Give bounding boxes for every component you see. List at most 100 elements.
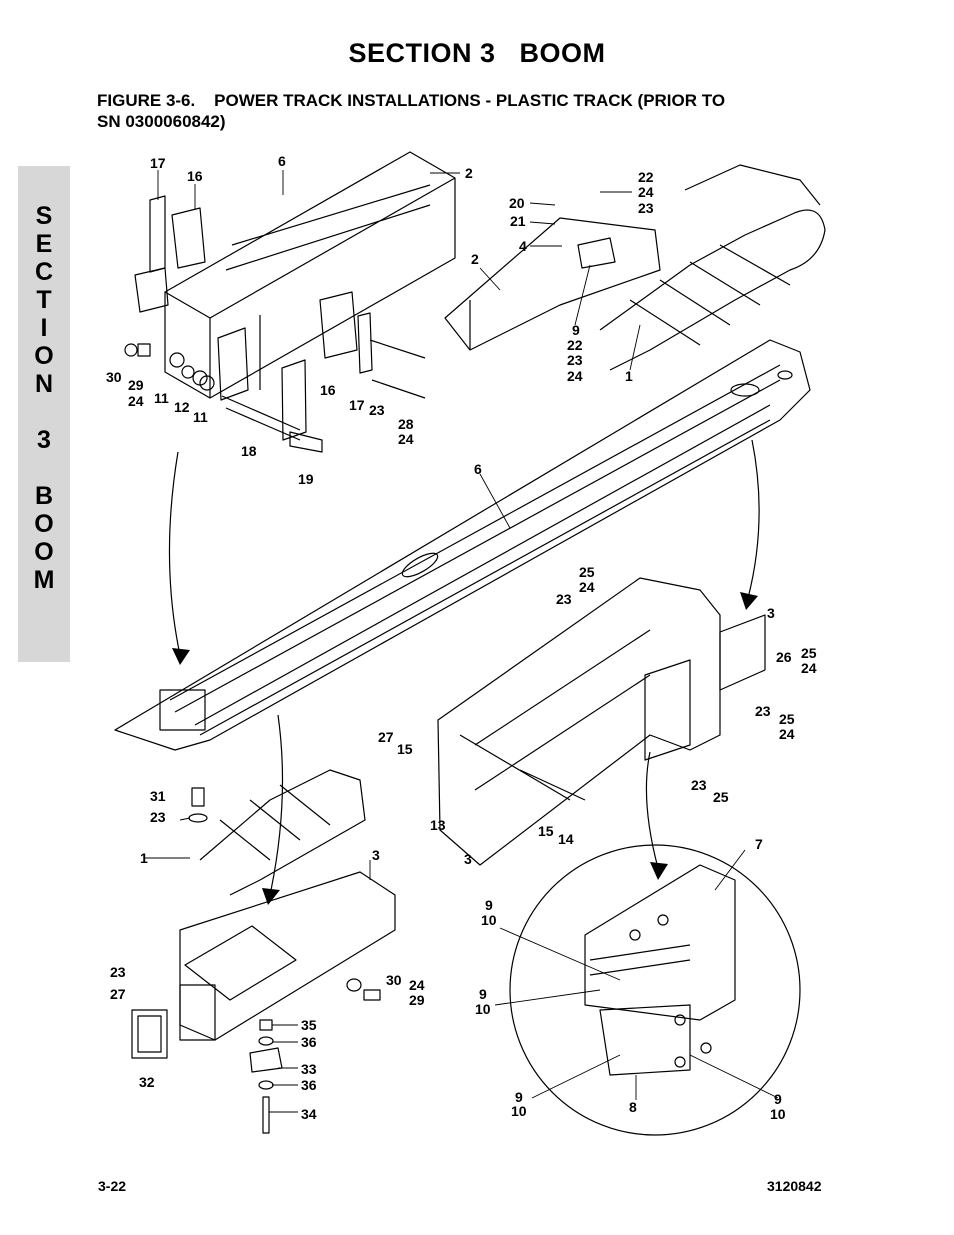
callout-30: 30 — [106, 369, 122, 385]
callout-3: 3 — [372, 847, 380, 863]
side-tab-letter: T — [36, 286, 52, 314]
callout-9: 9 — [479, 986, 487, 1002]
callout-2: 2 — [471, 251, 479, 267]
callout-9: 9 — [572, 322, 580, 338]
callout-24: 24 — [567, 368, 583, 384]
callout-22: 22 — [638, 169, 654, 185]
callout-23: 23 — [150, 809, 166, 825]
washer-hardware-left — [124, 343, 215, 391]
seal-32 — [131, 1009, 168, 1059]
callout-31: 31 — [150, 788, 166, 804]
callout-24: 24 — [398, 431, 414, 447]
bracket-right — [319, 291, 426, 399]
callout-29: 29 — [128, 377, 144, 393]
callout-36: 36 — [301, 1077, 317, 1093]
callout-23: 23 — [567, 352, 583, 368]
callout-6: 6 — [474, 461, 482, 477]
bolt-29 — [363, 989, 381, 1001]
side-tab-letter: I — [40, 314, 48, 342]
power-track-lower — [199, 769, 366, 896]
section-title: SECTION 3 BOOM — [348, 38, 606, 68]
callout-6: 6 — [278, 153, 286, 169]
bolt-31 — [191, 787, 205, 807]
callout-24: 24 — [409, 977, 425, 993]
callout-16: 16 — [187, 168, 203, 184]
callout-30: 30 — [386, 972, 402, 988]
callout-23: 23 — [110, 964, 126, 980]
side-tab-letter: C — [34, 258, 54, 286]
callout-25: 25 — [801, 645, 817, 661]
callout-24: 24 — [128, 393, 144, 409]
side-tab-letter: B — [34, 482, 54, 510]
callout-8: 8 — [629, 1099, 637, 1115]
callout-21: 21 — [510, 213, 526, 229]
callout-24: 24 — [779, 726, 795, 742]
callout-26: 26 — [776, 649, 792, 665]
figure-title-line-1: FIGURE 3-6. POWER TRACK INSTALLATIONS - … — [97, 91, 726, 110]
side-tab-letter: O — [34, 510, 54, 538]
callout-3: 3 — [464, 851, 472, 867]
callout-15: 15 — [397, 741, 413, 757]
callout-34: 34 — [301, 1106, 317, 1122]
callout-14: 14 — [558, 831, 574, 847]
callout-9: 9 — [774, 1091, 782, 1107]
side-tab-letter: N — [34, 370, 54, 398]
callout-29: 29 — [409, 992, 425, 1008]
callout-23: 23 — [556, 591, 572, 607]
callout-18: 18 — [241, 443, 257, 459]
hardware-stack-lower — [249, 1019, 283, 1134]
callout-36: 36 — [301, 1034, 317, 1050]
callout-25: 25 — [713, 789, 729, 805]
callout-9: 9 — [485, 897, 493, 913]
figure-title: FIGURE 3-6. POWER TRACK INSTALLATIONS - … — [97, 90, 817, 132]
callout-7: 7 — [755, 836, 763, 852]
callout-2: 2 — [465, 165, 473, 181]
side-tab-letter: O — [34, 538, 54, 566]
document-number: 3120842 — [767, 1178, 822, 1194]
figure-title-line-2: SN 0300060842) — [97, 112, 226, 131]
callout-27: 27 — [110, 986, 126, 1002]
power-track-upper — [599, 164, 826, 371]
mounting-plate — [217, 327, 323, 453]
page-number: 3-22 — [98, 1178, 127, 1194]
callout-12: 12 — [174, 399, 190, 415]
side-tab-letter: O — [34, 342, 54, 370]
callout-23: 23 — [369, 402, 385, 418]
callout-17: 17 — [349, 397, 365, 413]
callout-28: 28 — [398, 416, 414, 432]
callout-4: 4 — [519, 238, 527, 254]
callout-25: 25 — [579, 564, 595, 580]
callout-10: 10 — [511, 1103, 527, 1119]
side-tab-letter: E — [35, 230, 53, 258]
callout-11: 11 — [193, 409, 208, 425]
callout-9: 9 — [515, 1089, 523, 1105]
callout-22: 22 — [567, 337, 583, 353]
leader-lines — [145, 170, 779, 1113]
pointer-arrowheads — [172, 592, 758, 905]
callout-10: 10 — [481, 912, 497, 928]
callout-20: 20 — [509, 195, 525, 211]
callout-24: 24 — [638, 184, 654, 200]
callout-23: 23 — [755, 703, 771, 719]
side-tab-letter: M — [33, 566, 55, 594]
callout-15: 15 — [538, 823, 554, 839]
washer-23 — [188, 813, 208, 823]
callout-23: 23 — [691, 777, 707, 793]
callout-10: 10 — [770, 1106, 786, 1122]
detail-view-circle — [509, 844, 801, 1136]
callout-33: 33 — [301, 1061, 317, 1077]
callout-35: 35 — [301, 1017, 317, 1033]
boom-section-middle-right — [437, 577, 766, 866]
bracket-left — [134, 195, 206, 313]
callout-1: 1 — [625, 368, 633, 384]
pointer-arrows — [168, 439, 760, 896]
side-tab-letter: S — [35, 202, 53, 230]
boom-section-upper-left — [164, 151, 456, 399]
callout-1: 1 — [140, 850, 148, 866]
side-tab-letter: 3 — [37, 426, 51, 454]
callout-16: 16 — [320, 382, 336, 398]
main-boom-assembly — [114, 339, 811, 751]
callout-24: 24 — [801, 660, 817, 676]
callout-23: 23 — [638, 200, 654, 216]
callout-10: 10 — [475, 1001, 491, 1017]
